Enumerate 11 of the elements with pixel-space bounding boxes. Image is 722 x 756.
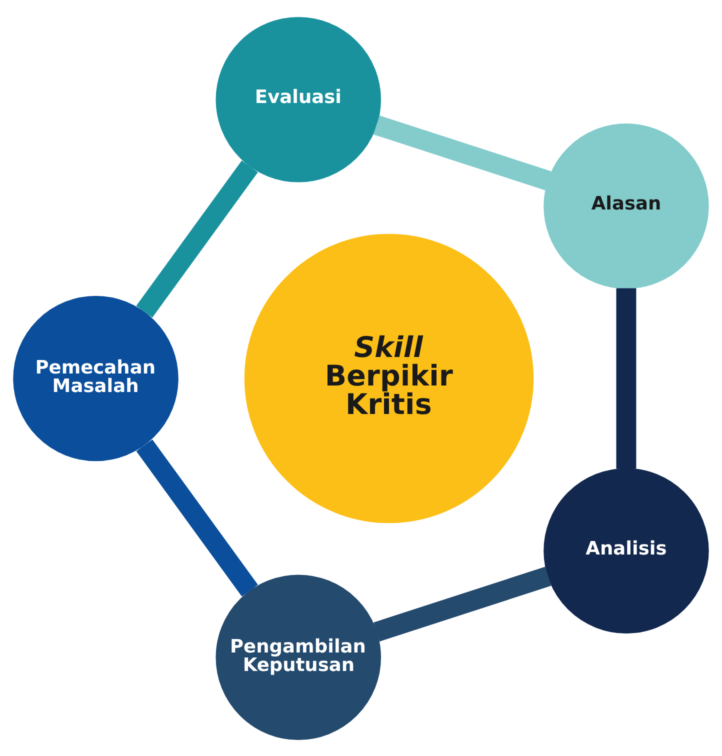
node-circle: Analisis <box>544 468 709 633</box>
node-circle: Skill Berpikir Kritis <box>244 233 534 523</box>
node-circle: Alasan <box>544 123 709 288</box>
node-circle: Evaluasi <box>216 16 382 182</box>
connector <box>373 566 552 641</box>
node-circle: Pemecahan Masalah <box>13 295 178 461</box>
connector <box>136 438 258 596</box>
connector <box>373 115 552 190</box>
connector <box>136 160 258 318</box>
node-circle: Pengambilan Keputusan <box>216 574 382 740</box>
connector <box>616 288 636 468</box>
